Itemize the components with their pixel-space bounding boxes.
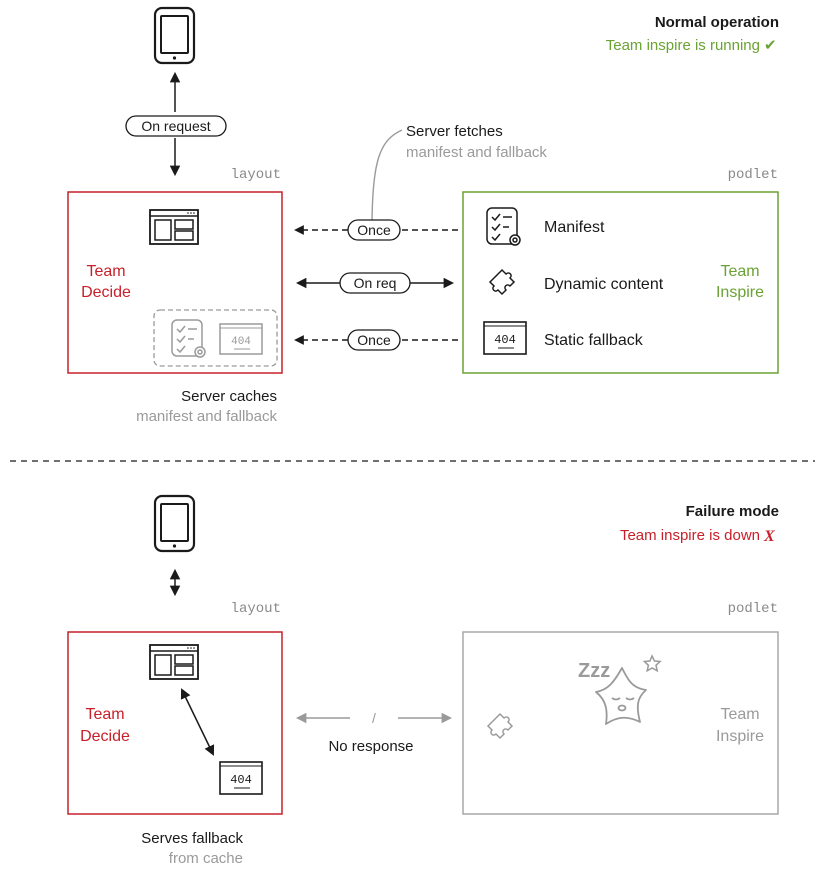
dynamic-content-label: Dynamic content: [544, 276, 664, 293]
blocked-slash: /: [372, 710, 376, 726]
static-fallback-icon: 404: [483, 321, 527, 355]
once-bottom-label: Once: [357, 332, 391, 348]
phone-icon: [153, 6, 196, 65]
once-top-pill: [347, 219, 401, 241]
cached-fallback-icon: 404: [219, 323, 263, 355]
cached-manifest-icon: [171, 319, 206, 358]
layout-label: layout: [231, 167, 281, 183]
cached-fallback-code: 404: [231, 336, 251, 348]
static-fallback-label: Static fallback: [544, 332, 644, 349]
podlet-label: podlet: [728, 601, 778, 617]
layout-window-icon: [149, 209, 199, 245]
puzzle-icon: [486, 712, 514, 740]
sleep-text: Zzz: [578, 660, 610, 682]
cache-group: [153, 309, 278, 367]
puzzle-icon: [488, 268, 516, 296]
manifest-icon: [486, 207, 521, 246]
no-response-label: No response: [328, 738, 413, 755]
phone-icon: [153, 494, 196, 553]
layout-window-icon: [149, 644, 199, 680]
cache-arrow: [180, 688, 215, 756]
static-fallback-code: 404: [494, 333, 516, 347]
failure-section: Failure mode Team inspire is down X layo…: [67, 494, 779, 867]
normal-title: Normal operation: [655, 14, 779, 31]
podlet-label: podlet: [728, 167, 778, 183]
checkmark-icon: ✔: [764, 37, 777, 54]
fetch-note-connector: [371, 129, 403, 229]
fetch-note-line1: Server fetches: [406, 123, 503, 140]
team-inspire-line2: Inspire: [716, 284, 764, 301]
on-request-pill: [125, 115, 227, 137]
once-bottom-pill: [347, 329, 401, 351]
team-inspire-line1: Team: [720, 263, 759, 280]
normal-section: Normal operation Team inspire is running…: [67, 6, 779, 425]
fetch-note-line2: manifest and fallback: [406, 144, 547, 161]
once-top-label: Once: [357, 222, 391, 238]
cache-note-line1: Server caches: [181, 388, 277, 405]
team-decide-line1: Team: [86, 263, 125, 280]
on-request-label: On request: [141, 118, 210, 134]
failure-title: Failure mode: [686, 503, 779, 520]
serves-note-line2: from cache: [169, 850, 243, 867]
serves-note-line1: Serves fallback: [141, 830, 243, 847]
sleeping-star-icon: [595, 654, 662, 725]
team-decide-box: [67, 191, 283, 374]
layout-label: layout: [231, 601, 281, 617]
team-inspire-line2: Inspire: [716, 728, 764, 745]
cross-icon: X: [763, 528, 775, 545]
team-decide-line2: Decide: [80, 728, 130, 745]
team-inspire-line1: Team: [720, 706, 759, 723]
team-decide-box: [67, 631, 283, 815]
cache-note-line2: manifest and fallback: [136, 408, 277, 425]
manifest-label: Manifest: [544, 219, 605, 236]
team-decide-line2: Decide: [81, 284, 131, 301]
normal-status: Team inspire is running: [606, 37, 760, 54]
team-decide-line1: Team: [85, 706, 124, 723]
cached-fallback-code: 404: [230, 773, 252, 787]
team-inspire-box-down: [462, 631, 779, 815]
failure-status: Team inspire is down: [620, 527, 760, 544]
cached-fallback-icon: 404: [219, 761, 263, 795]
team-inspire-box: [462, 191, 779, 374]
on-req-label: On req: [354, 275, 397, 291]
on-req-pill: [339, 272, 411, 294]
